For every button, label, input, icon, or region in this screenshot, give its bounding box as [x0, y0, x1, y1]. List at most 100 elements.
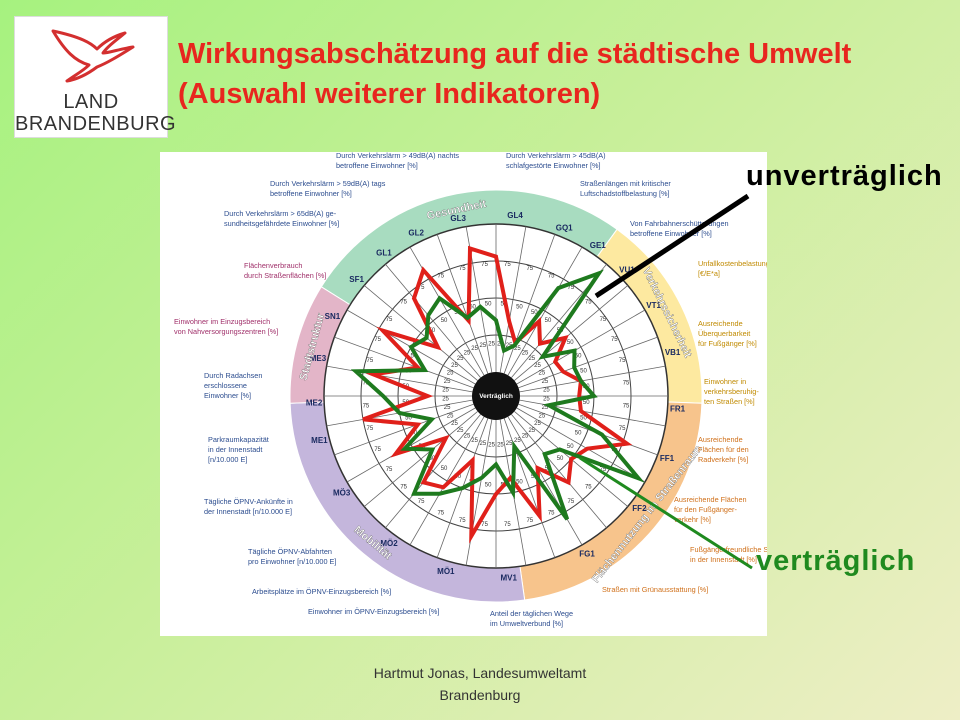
tick-label: 25	[539, 413, 546, 419]
grid-spoke	[334, 336, 474, 389]
tick-label: 50	[575, 354, 582, 360]
tick-label: 75	[459, 266, 466, 272]
tick-label: 50	[429, 456, 436, 462]
tick-label: 75	[418, 285, 425, 291]
footer-line-2: Brandenburg	[439, 687, 521, 703]
tick-label: 50	[516, 480, 523, 486]
tick-label: 75	[619, 358, 626, 364]
grid-spoke	[507, 246, 583, 376]
indicator-description-ff1: Ausreichende Flächen	[674, 495, 747, 504]
indicator-description-mv1: im Umweltverbund [%]	[490, 619, 563, 628]
indicator-code-gl2: GL2	[408, 228, 424, 237]
tick-label: 50	[441, 466, 448, 472]
indicator-description-me2: Parkraumkapazität	[208, 435, 269, 444]
label-vertraeglich: verträglich	[756, 545, 916, 577]
grid-spoke	[507, 416, 583, 546]
indicator-description-ff2: Fußgängerfreundliche Straßen	[690, 545, 767, 554]
indicator-description-gl4: betroffene Einwohner [%]	[336, 161, 418, 170]
center-label: Verträglich	[479, 393, 513, 400]
tick-label: 75	[400, 484, 407, 490]
indicator-description-vt1: für Fußgänger [%]	[698, 339, 757, 348]
indicator-description-mö1: Einwohner im ÖPNV-Einzugsbereich [%]	[308, 607, 439, 616]
tick-label: 50	[557, 456, 564, 462]
logo-line-brandenburg: BRANDENBURG	[15, 113, 177, 135]
indicator-description-ge1: Straßenlängen mit kritischer	[580, 179, 671, 188]
indicator-description-fr1: Ausreichende	[698, 435, 743, 444]
tick-label: 75	[568, 285, 575, 291]
indicator-description-vb1: ten Straßen [%]	[704, 397, 755, 406]
footer-line-1: Hartmut Jonas, Landesumweltamt	[373, 665, 587, 681]
title-line-1: Wirkungsabschätzung auf die städtische U…	[178, 38, 852, 70]
tick-label: 75	[386, 317, 393, 323]
indicator-description-gl3: betroffene Einwohner [%]	[270, 189, 352, 198]
tick-label: 25	[442, 396, 449, 402]
grid-spoke	[503, 234, 556, 374]
indicator-description-vu1: Unfallkostenbelastung	[698, 259, 767, 268]
tick-label: 75	[504, 522, 511, 528]
tick-label: 25	[522, 433, 529, 439]
indicator-description-vt1: Überquerbarkeit	[698, 329, 750, 338]
arrow-unvertraeglich	[594, 193, 750, 299]
grid-spoke	[514, 285, 629, 381]
indicator-description-sn1: von Nahversorgungszentren [%]	[174, 327, 278, 336]
tick-label: 75	[481, 262, 488, 268]
indicator-description-vb1: Einwohner in	[704, 377, 746, 386]
indicator-description-me1: Tägliche ÖPNV-Ankünfte in	[204, 497, 293, 506]
indicator-radar-diagram: 25 50 75 25 50 75 25 50 75 25 50 75 25 50 75 25 50 75 25 50…	[160, 151, 789, 636]
tick-label: 50	[485, 302, 492, 308]
tick-label: 50	[575, 430, 582, 436]
tick-label: 75	[611, 337, 618, 343]
indicator-description-gl3: Durch Verkehrslärm > 59dB(A) tags	[270, 179, 386, 188]
tick-label: 75	[585, 300, 592, 306]
indicator-description-sn1: Einwohner im Einzugsbereich	[174, 317, 270, 326]
tick-label: 75	[374, 447, 381, 453]
tick-label: 50	[545, 318, 552, 324]
indicator-description-gq1: schlafgestörte Einwohner [%]	[506, 161, 601, 170]
tick-label: 50	[411, 430, 418, 436]
indicator-description-mö3: pro Einwohner [n/10.000 E]	[248, 557, 336, 566]
indicator-code-vb1: VB1	[665, 348, 681, 357]
indicator-description-sf1: durch Straßenflächen [%]	[244, 271, 326, 280]
grid-spoke	[511, 414, 607, 529]
tick-label: 50	[485, 482, 492, 488]
indicator-description-gq1: Durch Verkehrslärm > 45dB(A)	[506, 152, 606, 160]
tick-label: 25	[488, 342, 495, 348]
arrow-vertraeglich	[579, 456, 753, 570]
indicator-code-ff2: FF2	[632, 504, 647, 513]
tick-label: 75	[386, 467, 393, 473]
tick-label: 50	[567, 340, 574, 346]
tick-label: 25	[442, 388, 449, 394]
indicator-description-gl4: Durch Verkehrslärm > 49dB(A) nachts	[336, 152, 459, 160]
tick-label: 75	[585, 484, 592, 490]
indicator-code-fr1: FR1	[670, 405, 686, 414]
slide-title: Wirkungsabschätzung auf die städtische U…	[178, 34, 918, 114]
indicator-description-sf1: Flächenverbrauch	[244, 261, 302, 270]
indicator-code-gl1: GL1	[376, 249, 392, 258]
tick-label: 75	[548, 274, 555, 280]
tick-label: 50	[469, 304, 476, 310]
indicator-description-mö2: Arbeitsplätze im ÖPNV-Einzugsbereich [%]	[252, 587, 391, 596]
indicator-description-ff2: in der Innenstadt [%]	[690, 555, 757, 564]
indicator-description-ge1: Luftschadstoffbelastung [%]	[580, 189, 670, 198]
tick-label: 50	[454, 474, 461, 480]
tick-label: 75	[374, 337, 381, 343]
indicator-description-me2: in der Innenstadt	[208, 445, 262, 454]
grid-spoke	[326, 365, 473, 393]
tick-label: 75	[400, 300, 407, 306]
indicator-description-fr1: Flächen für den	[698, 445, 749, 454]
tick-label: 25	[543, 396, 550, 402]
indicator-code-mö3: MÖ3	[333, 488, 351, 497]
grid-spoke	[409, 416, 485, 546]
tick-label: 25	[542, 405, 549, 411]
tick-label: 25	[480, 441, 487, 447]
indicator-code-mö1: MÖ1	[437, 567, 455, 576]
tick-label: 25	[514, 346, 521, 352]
tick-label: 25	[444, 379, 451, 385]
tick-label: 25	[480, 343, 487, 349]
grid-spoke	[516, 309, 646, 385]
grid-spoke	[519, 365, 666, 393]
tick-label: 50	[405, 415, 412, 421]
indicator-description-gl2: sundheitsgefährdete Einwohner [%]	[224, 219, 339, 228]
grid-spoke	[334, 403, 474, 456]
